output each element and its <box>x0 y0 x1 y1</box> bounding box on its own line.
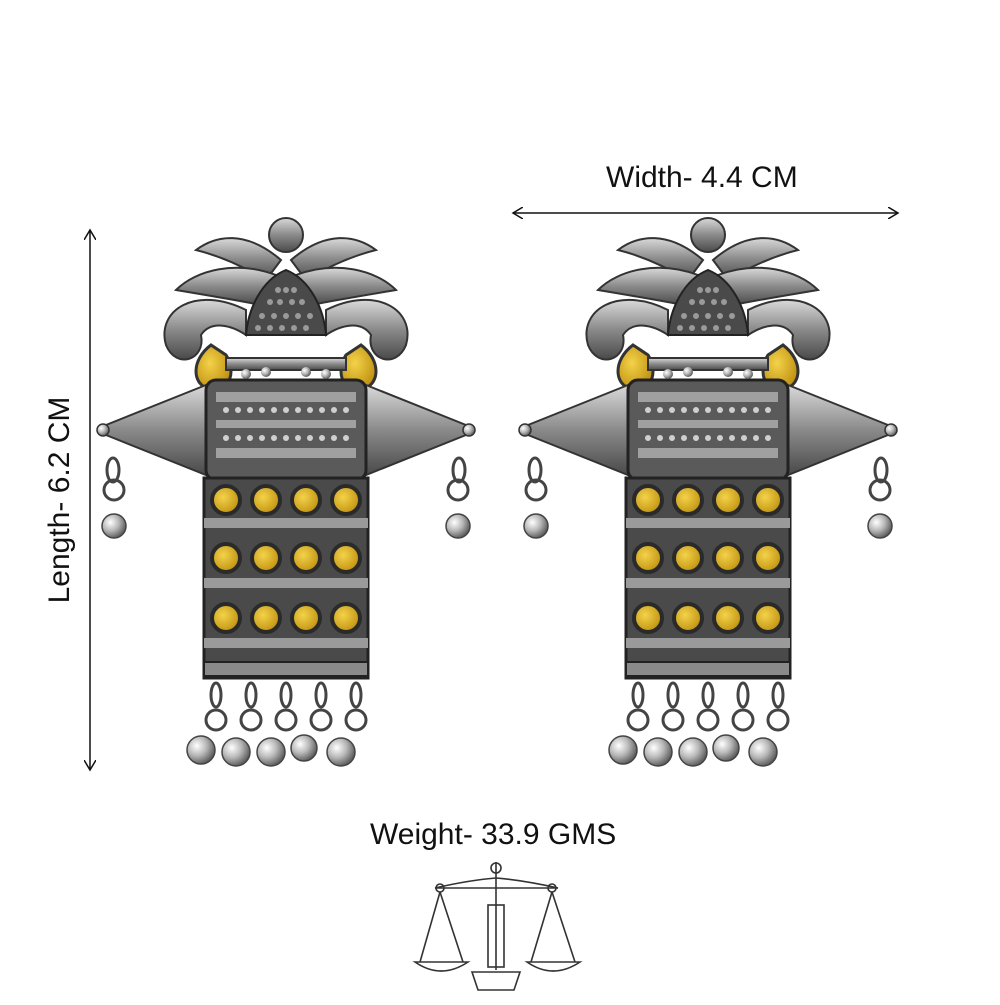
earring-left <box>95 216 477 768</box>
balance-scale-icon <box>412 862 583 991</box>
length-label: Length- 6.2 CM <box>43 396 76 604</box>
earring-right <box>517 216 899 768</box>
width-label: Width- 4.4 CM <box>606 161 798 194</box>
weight-label: Weight- 33.9 GMS <box>370 818 617 851</box>
